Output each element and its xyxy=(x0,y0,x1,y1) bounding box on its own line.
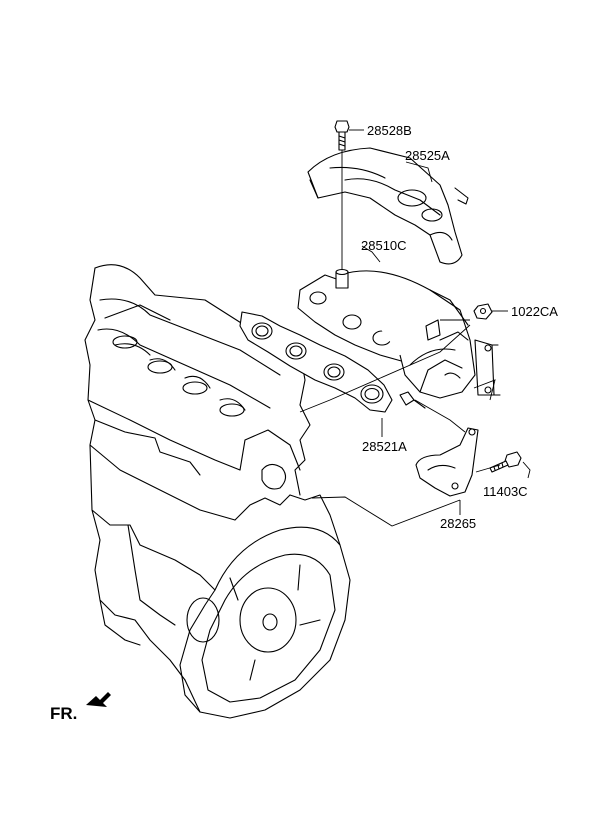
bolt-28528b xyxy=(334,120,350,272)
front-arrow-icon xyxy=(86,692,111,707)
part-label-28510c: 28510C xyxy=(361,238,407,253)
nut-1022ca xyxy=(473,303,508,320)
manifold-stay xyxy=(415,427,479,497)
part-label-28521a: 28521A xyxy=(362,439,407,454)
exhaust-manifold-gasket xyxy=(239,311,393,413)
part-label-11403c: 11403C xyxy=(483,484,528,499)
front-indicator-label: FR. xyxy=(50,704,78,723)
engine-block xyxy=(84,264,351,719)
bolt-11403c xyxy=(489,451,522,473)
part-label-28528b: 28528B xyxy=(367,123,412,138)
part-label-28525a: 28525A xyxy=(405,148,450,163)
part-label-28265: 28265 xyxy=(440,516,477,531)
part-label-1022ca: 1022CA xyxy=(511,304,558,319)
leader-lines xyxy=(299,129,531,527)
heat-protector xyxy=(307,147,469,265)
exhaust-manifold xyxy=(297,268,501,409)
